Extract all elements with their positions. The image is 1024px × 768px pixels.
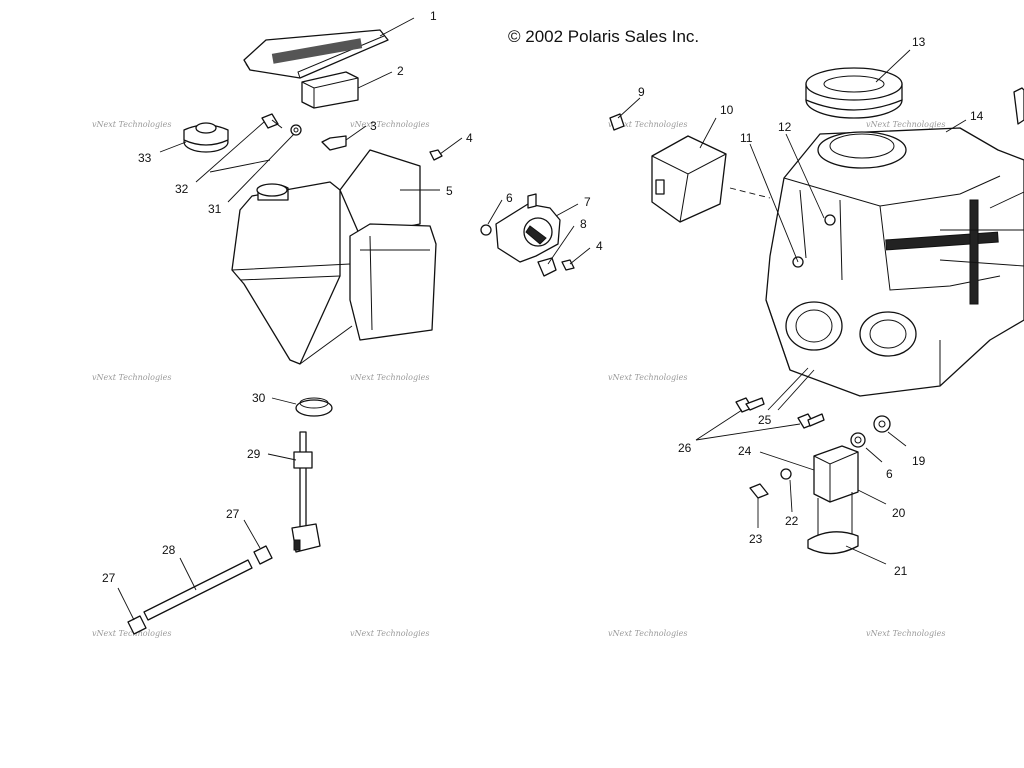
callout-5: 5	[446, 184, 453, 198]
callout-19: 19	[912, 454, 926, 468]
callout-31: 31	[208, 202, 222, 216]
callout-8: 8	[580, 217, 587, 231]
callout-25: 25	[758, 413, 772, 427]
part-bracket	[807, 445, 859, 555]
watermark: vNext Technologies	[866, 629, 945, 638]
callout-33: 33	[138, 151, 152, 165]
callout-7: 7	[584, 195, 591, 209]
callout-13: 13	[912, 35, 926, 49]
watermark: vNext Technologies	[866, 120, 945, 129]
leader-lines	[117, 17, 1024, 621]
part-bolts-26	[735, 397, 825, 429]
callout-27-b: 27	[102, 571, 116, 585]
part-nut	[429, 149, 443, 161]
part-control-box	[651, 135, 727, 223]
callout-29: 29	[247, 447, 261, 461]
part-cover	[243, 29, 389, 79]
callout-9: 9	[638, 85, 645, 99]
callout-1: 1	[430, 9, 437, 23]
part-airbox-tab	[1013, 87, 1024, 125]
callout-28: 28	[162, 543, 176, 557]
watermark: vNext Technologies	[608, 120, 687, 129]
part-spacers	[850, 415, 891, 448]
callout-26: 26	[678, 441, 692, 455]
part-clip	[609, 113, 625, 131]
part-washer-bolt	[749, 468, 792, 499]
callout-4: 4	[466, 131, 473, 145]
callout-6: 6	[506, 191, 513, 205]
part-foam-ring	[805, 67, 903, 119]
watermark: vNext Technologies	[350, 120, 429, 129]
callout-20: 20	[892, 506, 906, 520]
watermark: vNext Technologies	[92, 120, 171, 129]
part-fitting	[480, 193, 575, 277]
callout-21: 21	[894, 564, 908, 578]
callout-12: 12	[778, 120, 792, 134]
part-cap	[183, 122, 229, 153]
callout-10: 10	[720, 103, 734, 117]
watermark: vNext Technologies	[92, 373, 171, 382]
copyright-text: © 2002 Polaris Sales Inc.	[508, 27, 699, 46]
part-bolt-small	[321, 135, 347, 151]
callout-6-b: 6	[886, 467, 893, 481]
part-block	[301, 71, 359, 109]
callout-24: 24	[738, 444, 752, 458]
watermark: vNext Technologies	[350, 373, 429, 382]
callout-2: 2	[397, 64, 404, 78]
part-airbox	[765, 127, 1024, 397]
callout-labels: 1 2 3 4 5 6 7 8 4 9 10 11 12 13 14 33 32…	[102, 9, 984, 585]
watermark: vNext Technologies	[608, 629, 687, 638]
part-oil-tank	[231, 149, 437, 365]
callout-23: 23	[749, 532, 763, 546]
callout-4-b: 4	[596, 239, 603, 253]
watermark: vNext Technologies	[608, 373, 687, 382]
part-bolt	[261, 113, 302, 136]
part-grommet	[295, 397, 333, 417]
callout-27: 27	[226, 507, 240, 521]
watermark: vNext Technologies	[92, 629, 171, 638]
part-hose	[127, 545, 273, 635]
part-pickup-tube	[291, 431, 321, 553]
callout-11: 11	[740, 131, 753, 145]
connector-line	[729, 187, 771, 199]
callout-3: 3	[370, 119, 377, 133]
callout-32: 32	[175, 182, 189, 196]
callout-22: 22	[785, 514, 799, 528]
watermark: vNext Technologies	[350, 629, 429, 638]
callout-30: 30	[252, 391, 266, 405]
callout-14: 14	[970, 109, 984, 123]
